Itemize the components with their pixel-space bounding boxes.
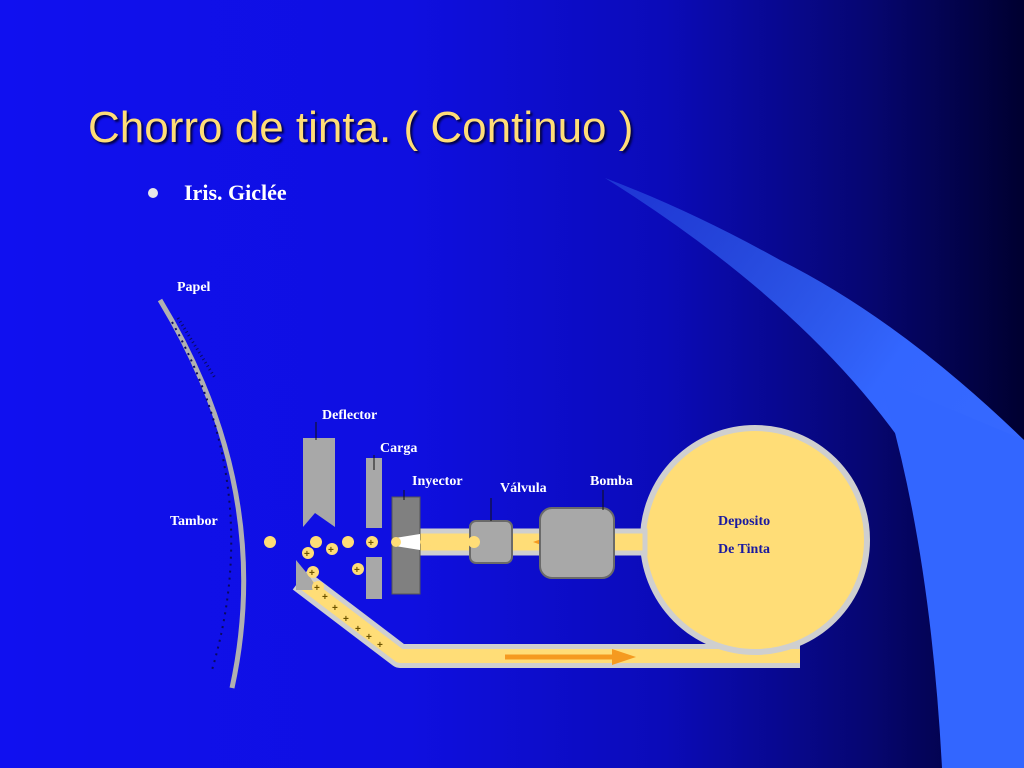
- charge-symbol: +: [304, 549, 310, 560]
- label-valvula: Válvula: [500, 481, 547, 496]
- gutter-charges: + + + + + +: [322, 592, 383, 651]
- label-papel: Papel: [177, 280, 211, 295]
- label-inyector: Inyector: [412, 474, 463, 489]
- deflector-plate-bottom: [296, 560, 318, 590]
- charge-symbol: +: [328, 545, 334, 556]
- label-bomba: Bomba: [590, 474, 633, 489]
- label-deflector: Deflector: [322, 408, 377, 423]
- ink-reservoir: [640, 425, 870, 655]
- svg-text:+: +: [332, 603, 338, 614]
- charged-droplet: [307, 566, 319, 578]
- ink-return-fill: [295, 574, 800, 663]
- charged-droplet: [326, 543, 338, 555]
- charge-electrode-bottom: [366, 557, 382, 599]
- droplet: [391, 537, 401, 547]
- charge-symbol: +: [309, 568, 315, 579]
- droplet: [342, 536, 354, 548]
- droplet: [310, 536, 322, 548]
- svg-text:+: +: [343, 614, 349, 625]
- label-tambor: Tambor: [170, 514, 218, 529]
- charge-symbol: +: [368, 538, 374, 549]
- paper-arc: [171, 321, 233, 671]
- label-carga: Carga: [380, 441, 417, 456]
- charged-droplet: [312, 581, 324, 593]
- svg-text:+: +: [322, 592, 328, 603]
- drum-arc: [157, 298, 247, 689]
- droplet: [445, 536, 457, 548]
- pump: [539, 507, 615, 579]
- label-de-tinta: De Tinta: [718, 542, 770, 557]
- charged-droplet: [366, 536, 378, 548]
- deflector-plate-top: [303, 438, 335, 527]
- charge-electrode-top: [366, 458, 382, 528]
- decorative-swoosh-lower: [880, 380, 1024, 768]
- return-flow-arrow-head: [612, 649, 636, 665]
- charged-droplet: [302, 547, 314, 559]
- svg-text:+: +: [366, 632, 372, 643]
- charged-droplet: [352, 563, 364, 575]
- charge-symbol: +: [314, 583, 320, 594]
- svg-text:+: +: [355, 624, 361, 635]
- droplet: [420, 536, 432, 548]
- charge-symbol: +: [354, 565, 360, 576]
- bullet-text: Iris. Giclée: [184, 180, 287, 205]
- slide-title: Chorro de tinta. ( Continuo ): [88, 103, 634, 152]
- droplet: [468, 536, 480, 548]
- svg-text:+: +: [377, 640, 383, 651]
- droplet-on-paper: [264, 536, 276, 548]
- bullet-dot: [148, 188, 158, 198]
- label-deposito: Deposito: [718, 514, 770, 529]
